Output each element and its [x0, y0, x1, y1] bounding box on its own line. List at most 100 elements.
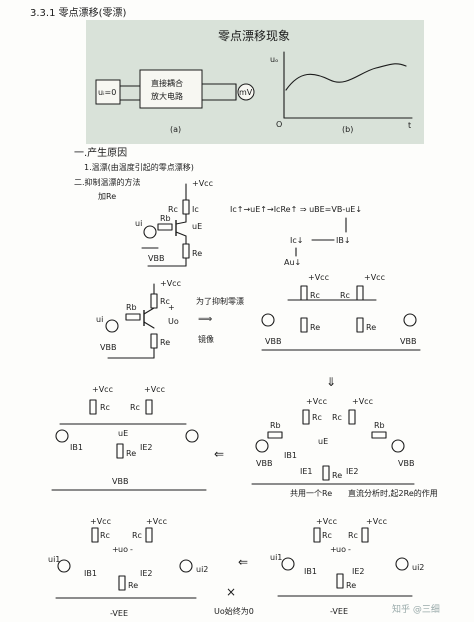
re-resistor	[300, 317, 308, 333]
rc-label: Rc	[100, 403, 110, 412]
rc-label: Rc	[322, 531, 332, 540]
re-label: Re	[126, 449, 136, 458]
rc-resistor	[313, 527, 321, 543]
rc-label-2: Rc	[348, 531, 358, 540]
rc-label: Rc	[310, 291, 320, 300]
vcc-label: +Vcc	[90, 517, 111, 526]
rb-label: Rb	[126, 303, 137, 312]
method-heading: 二.抑制温漂的方法	[74, 177, 141, 187]
cross-mark: ×	[226, 585, 236, 599]
vcc-label-2: +Vcc	[366, 517, 387, 526]
ui2-label: ui2	[412, 563, 424, 572]
re-resistor	[356, 317, 364, 333]
caption-b: (b)	[342, 125, 353, 134]
rb-label-2: Rb	[374, 421, 385, 430]
ie2-label: IE2	[140, 569, 153, 578]
diff-pair-right: +Vcc +Vcc Rc Rc Rb Rb uE IB1 IE1 IE2 Re …	[251, 397, 415, 485]
uo-plus: +	[112, 545, 119, 554]
ui-source-icon	[105, 319, 119, 333]
vbb-label-2: VBB	[398, 459, 414, 468]
double-arrow: ⟹	[198, 314, 212, 325]
re-label: Re	[310, 323, 320, 332]
re-label: Re	[192, 249, 202, 258]
uo-minus: -	[348, 545, 351, 554]
chain-ib: IB↓	[336, 236, 351, 245]
ui-source-icon	[261, 313, 275, 327]
vcc-label: +Vcc	[192, 179, 213, 188]
rb-resistor	[125, 313, 141, 321]
meter-label: mV	[239, 88, 253, 97]
chain-line-1: Ic↑→uE↑→IcRe↑ ⇒ uBE=VB-uE↓	[230, 205, 362, 214]
rc-label-2: Rc	[130, 403, 140, 412]
re-label: Re	[346, 581, 356, 590]
ui-source-icon	[55, 429, 69, 443]
re-resistor	[182, 243, 190, 259]
uo-zero-note: Uo始终为0	[214, 606, 254, 616]
vbb-label: VBB	[256, 459, 272, 468]
ui-source-icon	[391, 439, 405, 453]
rb-label: Rb	[270, 421, 281, 430]
transistor-collector	[175, 221, 187, 225]
re-resistor	[116, 443, 124, 459]
re-label: Re	[128, 581, 138, 590]
diff-amp-vee-right: +Vcc +Vcc Rc Rc + uo - IB1 IE2 Re ui1 ui…	[270, 517, 424, 616]
uo-label: Uo	[168, 317, 179, 326]
cause-heading: 一.产生原因	[74, 146, 127, 159]
section-heading: 3.3.1 零点漂移(零漂)	[30, 6, 127, 19]
transistor-emitter	[175, 231, 187, 237]
rc-resistor	[91, 527, 99, 543]
re-resistor	[118, 575, 126, 591]
chain-au: Au↓	[284, 258, 301, 267]
rc-resistor	[300, 285, 308, 301]
down-arrow: ⇓	[326, 375, 336, 389]
method-item: 加Re	[98, 191, 116, 201]
ui1-source-icon	[281, 557, 295, 571]
rc-label: Rc	[168, 205, 178, 214]
shared-re-note: 共用一个Re	[290, 489, 332, 498]
vcc-label-2: +Vcc	[364, 273, 385, 282]
re-resistor	[336, 573, 344, 589]
caption-a: (a)	[170, 125, 181, 134]
uo-plus: +	[168, 303, 175, 312]
ui2-label: ui2	[196, 565, 208, 574]
rc-label: Rc	[312, 413, 322, 422]
left-arrow-2: ⇐	[238, 555, 248, 569]
ui-source-icon	[255, 439, 269, 453]
ui-source-icon	[143, 225, 157, 239]
output-circuit: +Vcc Rc Rb Re ui VBB + Uo	[96, 279, 181, 359]
ui1-label: ui1	[270, 553, 282, 562]
mirrored-pair-circuit: +Vcc +Vcc Rc Rc Re Re VBB VBB	[261, 273, 421, 351]
rc-label-2: Rc	[340, 291, 350, 300]
vcc-label: +Vcc	[160, 279, 181, 288]
amplifier-box	[139, 69, 203, 109]
ui-source-icon	[185, 429, 199, 443]
uo-diff-label: uo	[336, 545, 346, 554]
re-label: Re	[332, 471, 342, 480]
re-label-2: Re	[366, 323, 376, 332]
ie2-label: IE2	[140, 443, 153, 452]
origin-label: O	[276, 120, 282, 129]
ue-label: uE	[318, 437, 328, 446]
vbb-label: VBB	[100, 343, 116, 352]
vcc-label: +Vcc	[92, 385, 113, 394]
vcc-label: +Vcc	[306, 397, 327, 406]
rc-resistor	[145, 527, 153, 543]
amp-label-2: 放大电路	[151, 91, 183, 101]
ui2-source-icon	[179, 559, 193, 573]
ue-label: uE	[118, 429, 128, 438]
rb-resistor	[267, 431, 283, 439]
re-resistor	[150, 333, 158, 349]
rc-label-2: Rc	[132, 531, 142, 540]
zero-drift-figure: 零点漂移现象 uᵢ=0 直接耦合 放大电路 mV (a) uₒ t O (b)	[86, 20, 424, 144]
cause-item: 1.温漂(由温度引起的零点漂移)	[84, 162, 194, 172]
ui-label: ui	[135, 219, 142, 228]
amp-label-1: 直接耦合	[151, 78, 183, 88]
ui1-source-icon	[57, 559, 71, 573]
uo-diff-label: uo	[118, 545, 128, 554]
re-resistor	[322, 465, 330, 481]
ui2-source-icon	[395, 557, 409, 571]
transistor-collector	[143, 307, 155, 315]
rc-resistor	[150, 293, 158, 309]
ib1-label: IB1	[70, 443, 83, 452]
vcc-label: +Vcc	[308, 273, 329, 282]
